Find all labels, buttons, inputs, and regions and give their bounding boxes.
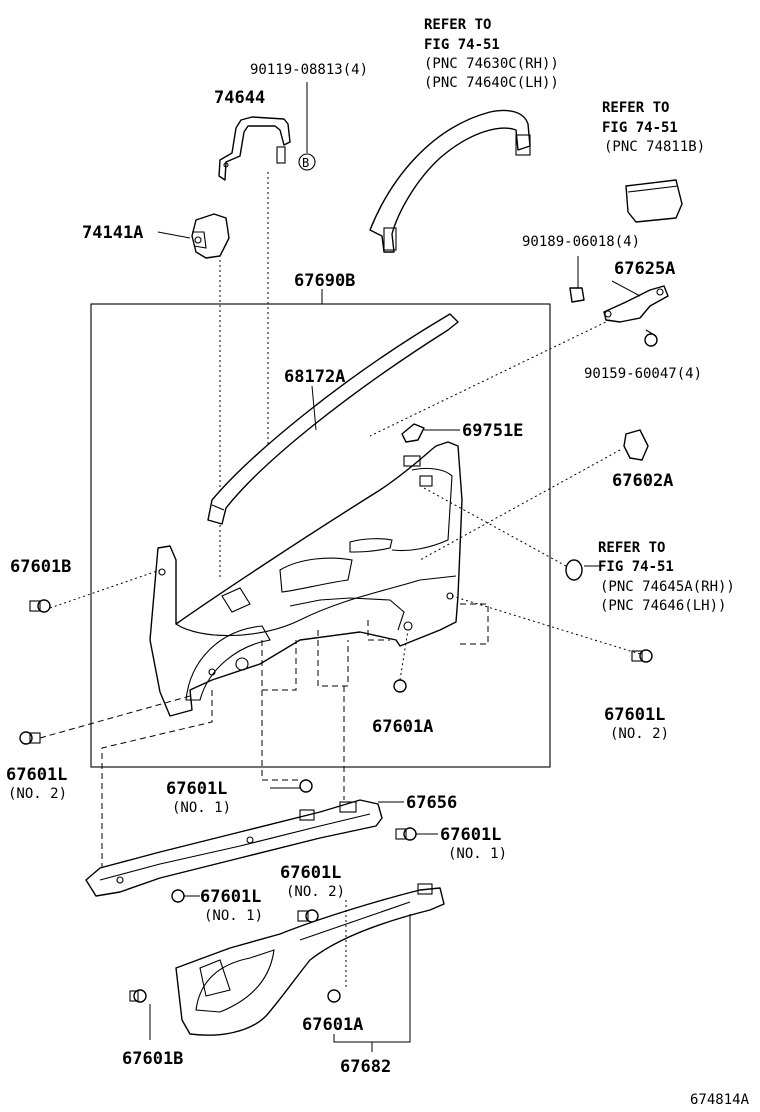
label-67682: 67682 (340, 1057, 391, 1077)
dashline-67601L-left (39, 695, 191, 739)
ref2-line2: FIG 74-51 (602, 120, 678, 136)
door-trim-board (149, 441, 463, 717)
dash-route-2 (317, 630, 349, 687)
label-67601B-top: 67601B (10, 557, 71, 577)
label-69751E: 69751E (462, 421, 523, 441)
dotline-67601B (49, 569, 161, 609)
label-67601L-c4: 67601L (200, 887, 261, 907)
label-67625A: 67625A (614, 259, 675, 279)
label-67601L-c2: 67601L (440, 825, 501, 845)
courtesy-lamp (625, 179, 683, 223)
dash-route-3 (367, 620, 390, 641)
label-67601L-c2-note: (NO. 1) (448, 846, 507, 862)
screw-90159 (644, 329, 658, 347)
dash-route-6 (261, 690, 300, 781)
label-67601L-c1-note: (NO. 1) (172, 800, 231, 816)
leader-68172A (311, 385, 317, 431)
label-67601L-left-note: (NO. 2) (8, 786, 67, 802)
dotline-67625A (369, 319, 611, 437)
fastener-67601L-right (631, 649, 653, 663)
label-67601A-mid: 67601A (372, 717, 433, 737)
leader-67625A (611, 280, 641, 297)
label-67601L-right: 67601L (604, 705, 665, 725)
label-67601L-right-note: (NO. 2) (610, 726, 669, 742)
leader-74141A (157, 231, 191, 239)
ref1-line4: (PNC 74640C(LH)) (424, 75, 559, 91)
fastener-67601A-mid (393, 679, 407, 693)
fastener-67601L-c3 (297, 909, 319, 923)
label-67602A: 67602A (612, 471, 673, 491)
assist-grip (369, 109, 531, 253)
label-67656: 67656 (406, 793, 457, 813)
fastener-67601L-c4 (171, 889, 185, 903)
ref1-line2: FIG 74-51 (424, 37, 500, 53)
label-67601L-c4-note: (NO. 1) (204, 908, 263, 924)
dotline-67601A (399, 629, 409, 681)
label-90159: 90159-60047(4) (584, 366, 702, 382)
label-67601B-bot: 67601B (122, 1049, 183, 1069)
clip-67602A (623, 429, 649, 461)
weatherstrip-68172A (207, 313, 459, 525)
label-90189: 90189-06018(4) (522, 234, 640, 250)
rail-67656 (85, 799, 383, 897)
figure-id: 674814A (690, 1092, 750, 1108)
assembly-frame (90, 303, 551, 768)
svg-text:B: B (302, 156, 309, 170)
ref1-line1: REFER TO (424, 17, 491, 33)
ref3-line2: FIG 74-51 (598, 559, 674, 575)
ref2-line3: (PNC 74811B) (604, 139, 705, 155)
label-67601L-left: 67601L (6, 765, 67, 785)
bracket-74644 (218, 116, 291, 181)
label-74644: 74644 (214, 88, 265, 108)
label-67601L-c3-note: (NO. 2) (286, 884, 345, 900)
fastener-67601L-left (19, 731, 41, 745)
fastener-67601B-top (29, 599, 51, 613)
ref3-line1: REFER TO (598, 540, 665, 556)
ref3-line3: (PNC 74645A(RH)) (600, 579, 735, 595)
fastener-67601A-bot (327, 989, 341, 1003)
pocket-67682 (175, 883, 445, 1036)
label-90119: 90119-08813(4) (250, 62, 368, 78)
label-67601L-c3: 67601L (280, 863, 341, 883)
fastener-67601L-c1 (299, 779, 313, 793)
clip-69751E (401, 423, 425, 443)
label-67690B: 67690B (294, 271, 355, 291)
b-marker: B (298, 153, 316, 171)
dash-route-4 (460, 603, 489, 645)
cap-74645A (565, 559, 583, 581)
label-67601L-c1: 67601L (166, 779, 227, 799)
label-67601A-bot: 67601A (302, 1015, 363, 1035)
label-68172A: 68172A (284, 367, 345, 387)
dotline-cap (423, 487, 567, 567)
dash-route-1 (261, 640, 297, 691)
fastener-67601L-c2 (395, 827, 417, 841)
clip-90189 (569, 287, 585, 303)
label-74141A: 74141A (82, 223, 143, 243)
fastener-67601B-bot (129, 989, 147, 1003)
dotline-67602A (419, 449, 621, 561)
ref3-line4: (PNC 74646(LH)) (600, 598, 726, 614)
bracket-67625A (603, 285, 669, 323)
ref1-line3: (PNC 74630C(RH)) (424, 56, 559, 72)
bracket-74141A (191, 213, 230, 259)
ref2-line1: REFER TO (602, 100, 669, 116)
dash-route-5 (101, 690, 213, 880)
